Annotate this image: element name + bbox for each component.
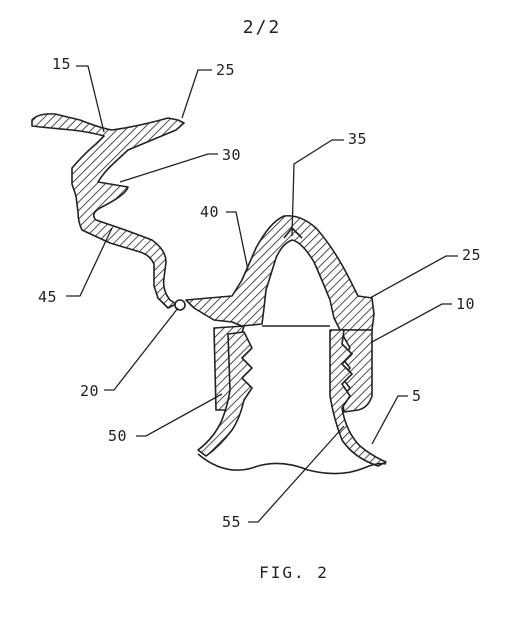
ref-50: 50 bbox=[108, 427, 127, 445]
ref-55: 55 bbox=[222, 513, 241, 531]
bottle-wall-left bbox=[197, 331, 253, 457]
ref-30: 30 bbox=[222, 146, 241, 164]
ref-25-right: 25 bbox=[462, 246, 481, 264]
flexible-wall-section bbox=[31, 113, 185, 309]
break-line bbox=[197, 453, 387, 475]
ref-15: 15 bbox=[52, 55, 71, 73]
page-number: 2/2 bbox=[243, 17, 282, 38]
ref-5: 5 bbox=[412, 387, 422, 405]
cross-section-drawing bbox=[31, 113, 387, 475]
ref-20: 20 bbox=[80, 382, 99, 400]
leader-lines bbox=[66, 65, 458, 523]
spout-cap-section bbox=[185, 214, 375, 331]
figure-caption: FIG. 2 bbox=[259, 563, 329, 582]
ref-25-top: 25 bbox=[216, 61, 235, 79]
hinge-circle bbox=[174, 299, 186, 311]
ref-10: 10 bbox=[456, 295, 475, 313]
ref-40: 40 bbox=[200, 203, 219, 221]
ref-35: 35 bbox=[348, 130, 367, 148]
reference-numerals: 15 25 30 35 40 25 45 10 20 5 50 55 bbox=[38, 55, 481, 531]
ref-45: 45 bbox=[38, 288, 57, 306]
